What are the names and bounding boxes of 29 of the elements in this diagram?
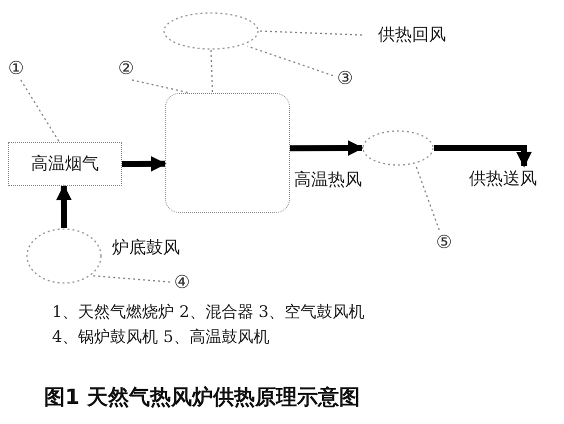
leader-line: [90, 274, 170, 283]
callout-number: ③: [333, 66, 357, 90]
leader-line: [258, 30, 362, 36]
flow-label: 供热回风: [362, 22, 462, 48]
arrow: [434, 145, 532, 168]
mixer-box: [165, 93, 290, 213]
arrow: [122, 156, 167, 172]
leader-line: [132, 79, 190, 94]
box-label: 高温烟气: [31, 154, 99, 174]
flow-label: 供热送风: [455, 166, 551, 192]
arrow: [290, 140, 364, 156]
fan-symbol: [26, 228, 102, 284]
leader-line: [415, 166, 440, 230]
edge-label: 高温热风: [292, 168, 364, 191]
callout-number: ②: [114, 56, 138, 80]
fan-symbol: [163, 12, 259, 50]
leader-line: [210, 50, 214, 94]
callout-number: ⑤: [432, 230, 456, 254]
legend-note: 1、天然气燃烧炉 2、混合器 3、空气鼓风机: [52, 302, 365, 323]
fan-label: 炉底鼓风: [112, 239, 180, 258]
leader-line: [247, 46, 334, 76]
figure-caption: 图1 天然气热风炉供热原理示意图: [44, 384, 360, 411]
arrow: [56, 184, 72, 228]
furnace-box: [8, 142, 122, 186]
leader-line: [20, 80, 60, 142]
fan-symbol: [362, 130, 434, 166]
callout-number: ④: [170, 270, 194, 294]
legend-note: 4、锅炉鼓风机 5、高温鼓风机: [52, 327, 270, 348]
callout-number: ①: [4, 56, 28, 80]
